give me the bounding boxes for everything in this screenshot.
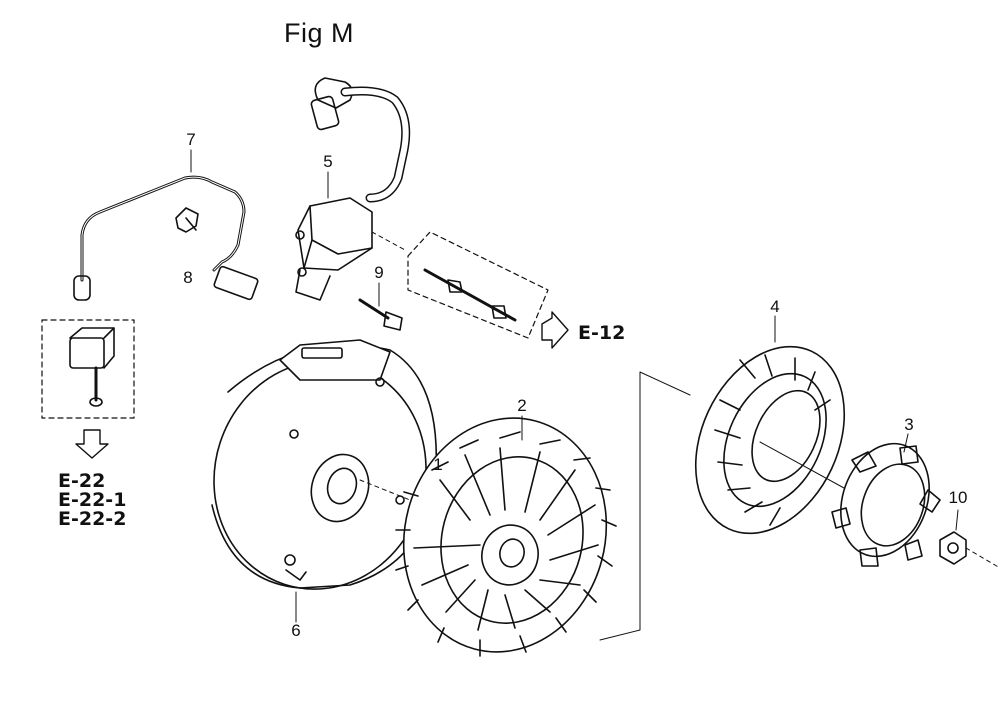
part-7-wire-lead bbox=[73, 175, 259, 301]
reference-e22-2[interactable]: E-22-2 bbox=[58, 508, 127, 530]
sensor-reference-list: E-22 E-22-1 E-22-2 bbox=[58, 472, 126, 529]
callout-3: 3 bbox=[904, 415, 914, 434]
callout-9: 9 bbox=[374, 263, 384, 282]
sensor-dashed-box bbox=[41, 319, 135, 459]
reference-e22[interactable]: E-22 bbox=[58, 470, 106, 492]
callout-10: 10 bbox=[948, 488, 968, 507]
part-9-bolt bbox=[358, 298, 403, 331]
part-2-flywheel bbox=[395, 417, 617, 657]
reference-e12[interactable]: E-12 bbox=[578, 322, 626, 344]
callout-4: 4 bbox=[770, 297, 780, 316]
part-8-clip bbox=[175, 207, 199, 233]
part-5-ignition-coil bbox=[295, 77, 411, 301]
reference-e22-1[interactable]: E-22-1 bbox=[58, 489, 127, 511]
callout-1: 1 bbox=[433, 455, 443, 474]
figure-title: Fig M bbox=[284, 18, 354, 48]
part-4-starter-pulley bbox=[694, 345, 846, 535]
callout-6: 6 bbox=[291, 621, 301, 640]
callout-8: 8 bbox=[183, 268, 193, 287]
callout-5: 5 bbox=[323, 152, 333, 171]
callout-7: 7 bbox=[186, 130, 196, 149]
e12-bolt-box bbox=[371, 231, 569, 349]
part-10-nut bbox=[939, 531, 1000, 569]
callout-2: 2 bbox=[517, 396, 527, 415]
part-3-starter-cup bbox=[831, 442, 941, 567]
